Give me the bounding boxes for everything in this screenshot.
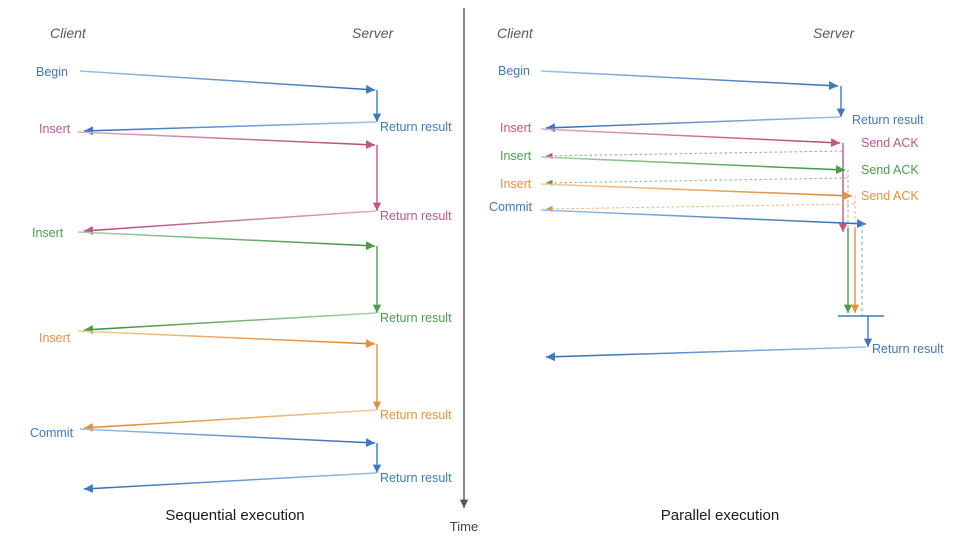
seq-arrow-insert-1 — [77, 131, 376, 150]
seq-label-return-5: Return result — [380, 471, 452, 485]
par-arrow-return-5 — [545, 346, 867, 362]
par-arrow-insert-3 — [540, 183, 853, 201]
par-message-insert-2: Insert Send ACK — [500, 149, 919, 313]
seq-label-return-2: Return result — [380, 209, 452, 223]
seq-arrow-insert-2 — [77, 231, 376, 251]
par-label-ack-3: Send ACK — [861, 189, 919, 203]
par-ack-dotted-2 — [545, 177, 848, 187]
par-message-commit: Commit — [489, 200, 884, 347]
seq-label-insert-1: Insert — [39, 122, 71, 136]
par-label-insert-1: Insert — [500, 121, 532, 135]
seq-arrow-insert-3 — [77, 330, 376, 349]
par-arrow-return-1 — [545, 116, 841, 133]
seq-arrow-return-1 — [83, 121, 377, 136]
par-return-1: Return result — [545, 113, 924, 133]
par-arrow-insert-2 — [540, 156, 846, 175]
seq-message-commit: Commit — [30, 426, 382, 473]
seq-arrow-return-3 — [83, 312, 377, 334]
par-label-ack-1: Send ACK — [861, 136, 919, 150]
seq-return-2: Return result — [83, 209, 452, 235]
par-arrow-commit — [540, 209, 867, 229]
seq-arrow-return-4 — [83, 409, 377, 432]
par-message-insert-1: Insert Send ACK — [500, 121, 919, 232]
par-label-commit: Commit — [489, 200, 533, 214]
par-label-insert-2: Insert — [500, 149, 532, 163]
seq-arrow-commit — [79, 428, 376, 448]
seq-label-insert-3: Insert — [39, 331, 71, 345]
par-label-return-5: Return result — [872, 342, 944, 356]
seq-message-insert-3: Insert — [39, 330, 382, 410]
par-ack-dotted-3 — [545, 203, 855, 213]
par-label-return-1: Return result — [852, 113, 924, 127]
seq-message-insert-2: Insert — [32, 226, 382, 313]
par-message-insert-3: Insert Send ACK — [500, 177, 919, 313]
par-label-insert-3: Insert — [500, 177, 532, 191]
seq-return-3: Return result — [83, 311, 452, 334]
par-return-5: Return result — [545, 342, 944, 362]
time-axis: Time — [450, 8, 478, 534]
seq-return-5: Return result — [83, 471, 452, 494]
par-message-begin: Begin — [498, 64, 846, 117]
par-caption: Parallel execution — [661, 507, 779, 524]
seq-arrow-return-5 — [83, 472, 377, 494]
seq-label-insert-2: Insert — [32, 226, 64, 240]
par-actor-client: Client — [497, 25, 534, 41]
seq-label-return-3: Return result — [380, 311, 452, 325]
seq-label-begin: Begin — [36, 65, 68, 79]
seq-label-commit: Commit — [30, 426, 74, 440]
seq-return-1: Return result — [83, 120, 452, 136]
panel-sequential: Client Server Begin Return result Insert… — [30, 25, 452, 524]
seq-arrow-begin — [79, 70, 376, 94]
time-axis-label: Time — [450, 519, 478, 534]
seq-label-return-4: Return result — [380, 408, 452, 422]
seq-message-insert-1: Insert — [39, 122, 382, 211]
par-arrow-begin — [540, 70, 839, 91]
panel-parallel: Client Server Begin Return result Insert… — [489, 25, 944, 524]
seq-actor-server: Server — [352, 25, 395, 41]
par-label-ack-2: Send ACK — [861, 163, 919, 177]
par-ack-dotted-1 — [545, 150, 843, 160]
seq-label-return-1: Return result — [380, 120, 452, 134]
seq-return-4: Return result — [83, 408, 452, 432]
seq-arrow-return-2 — [83, 210, 377, 235]
seq-caption: Sequential execution — [165, 507, 304, 524]
seq-message-begin: Begin — [36, 65, 382, 122]
par-label-begin: Begin — [498, 64, 530, 78]
seq-actor-client: Client — [50, 25, 87, 41]
par-arrow-insert-1 — [540, 128, 841, 148]
par-actor-server: Server — [813, 25, 856, 41]
